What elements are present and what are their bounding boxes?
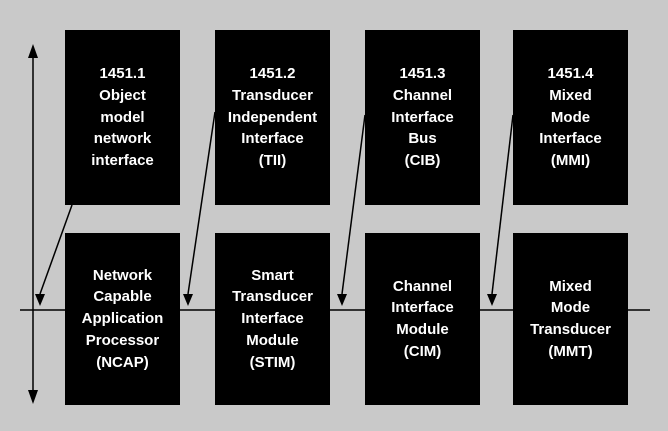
box-label: Channel Interface Module (CIM) [391, 277, 454, 360]
box-1451-4-mmi: 1451.4 Mixed Mode Interface (MMI) [513, 30, 628, 205]
box-1451-3-cib: 1451.3 Channel Interface Bus (CIB) [365, 30, 480, 205]
box-ncap: Network Capable Application Processor (N… [65, 233, 180, 405]
box-label: Mixed Mode Transducer (MMT) [530, 277, 611, 360]
down-arrow-icon [183, 294, 193, 306]
box-label: Network Capable Application Processor (N… [81, 266, 164, 371]
box-cim: Channel Interface Module (CIM) [365, 233, 480, 405]
box-label: 1451.4 Mixed Mode Interface (MMI) [539, 65, 602, 170]
up-arrow-icon [28, 44, 38, 58]
box-label: Smart Transducer Interface Module (STIM) [232, 266, 313, 371]
down-arrow-icon [28, 390, 38, 404]
box-label: 1451.3 Channel Interface Bus (CIB) [391, 65, 454, 170]
box-1451-1-object-model: 1451.1 Object model network interface [65, 30, 180, 205]
box-1451-2-tii: 1451.2 Transducer Independent Interface … [215, 30, 330, 205]
down-arrow-icon [487, 294, 497, 306]
down-arrow-icon [35, 294, 45, 306]
box-label: 1451.2 Transducer Independent Interface … [227, 65, 318, 170]
down-arrow-icon [337, 294, 347, 306]
box-stim: Smart Transducer Interface Module (STIM) [215, 233, 330, 405]
box-label: 1451.1 Object model network interface [91, 65, 154, 170]
box-mmt: Mixed Mode Transducer (MMT) [513, 233, 628, 405]
